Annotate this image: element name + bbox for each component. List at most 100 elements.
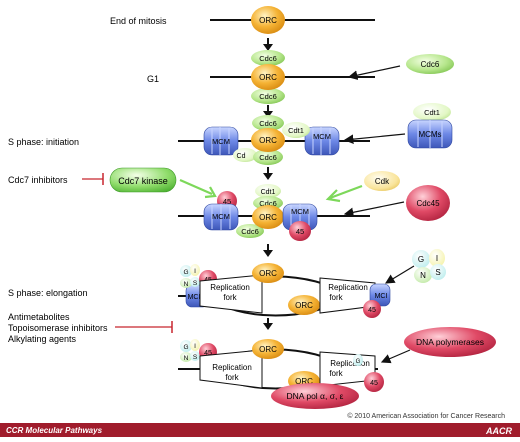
gins-i-label: I bbox=[194, 268, 196, 275]
cdt1-label: Cdt1 bbox=[261, 189, 276, 196]
mcm-ring-right: MCM bbox=[282, 203, 318, 231]
fork-label: fork bbox=[329, 293, 343, 302]
recruitment-arrow bbox=[384, 265, 415, 284]
cdc45-short-label: 45 bbox=[296, 227, 304, 236]
cdt1-protein bbox=[255, 184, 281, 198]
cdc7-inhibitor-row: Cdc7 inhibitors Cdc7 kinase Cdk bbox=[8, 167, 400, 203]
mcm-cut-label: MCI bbox=[188, 294, 201, 301]
cdc6-protein bbox=[251, 88, 285, 104]
stage-label-g1: G1 bbox=[147, 74, 159, 84]
mcm-ring-right: MCM bbox=[304, 126, 340, 156]
mcm-ring-left: MCM bbox=[203, 203, 239, 231]
gins-n-label: N bbox=[184, 281, 189, 288]
mcms-label: MCMs bbox=[418, 130, 441, 139]
gins-n-label: N bbox=[184, 355, 189, 362]
orc-label: ORC bbox=[295, 301, 313, 310]
orc-label: ORC bbox=[295, 377, 313, 386]
free-gins-complex: G I N S bbox=[412, 249, 446, 283]
fork-label: fork bbox=[329, 369, 343, 378]
dna-polymerases-label: DNA polymerases bbox=[416, 337, 484, 347]
orc-protein bbox=[288, 295, 320, 315]
replication-label: Replication bbox=[328, 283, 368, 292]
step-arrow-head bbox=[263, 44, 273, 51]
fork-label: fork bbox=[225, 373, 239, 382]
cdc6-label: Cdc6 bbox=[259, 92, 277, 101]
recruitment-arrow bbox=[347, 65, 401, 80]
kinase-activation-arrow-head bbox=[204, 186, 217, 199]
stage-label-cdc7-inhibitors: Cdc7 inhibitors bbox=[8, 175, 68, 185]
gins-s-label: S bbox=[193, 280, 198, 287]
drug-label-topoisomerase: Topoisomerase inhibitors bbox=[8, 323, 108, 333]
cdc6-protein bbox=[252, 115, 284, 131]
gins-s-label: S bbox=[435, 268, 440, 277]
cdt1-label: Cdt1 bbox=[288, 126, 304, 135]
orc-protein bbox=[251, 6, 285, 34]
cdc45-protein bbox=[289, 221, 311, 241]
orc-protein bbox=[251, 64, 285, 90]
fork-label: fork bbox=[223, 293, 237, 302]
replication-fork-box-left bbox=[199, 274, 263, 314]
step-arrow-head bbox=[263, 250, 273, 257]
orc-label: ORC bbox=[259, 269, 277, 278]
cdk-activation-arrow-head bbox=[325, 189, 341, 203]
cdt1-cut-label: Cd bbox=[237, 153, 246, 160]
mcm-label: MCM bbox=[212, 212, 230, 221]
cdc6-protein bbox=[251, 50, 285, 66]
stage-5-s-elongation: S phase: elongation MCI G I N S 45 Repli… bbox=[8, 249, 446, 330]
step-arrow-head bbox=[263, 173, 273, 180]
cdc45-short-label: 45 bbox=[368, 307, 376, 314]
stage-2-g1: G1 Cdc6 Cdc6 ORC Cdc6 bbox=[147, 50, 454, 118]
gins-s-label: S bbox=[193, 354, 198, 361]
cdt1-protein bbox=[282, 122, 310, 138]
cdc6-label: Cdc6 bbox=[241, 227, 259, 236]
mcm-cut-label: MCI bbox=[375, 293, 388, 300]
stage-label-s-initiation: S phase: initiation bbox=[8, 137, 79, 147]
mcm-ring-left: MCM bbox=[203, 126, 239, 156]
gins-i-label: I bbox=[436, 254, 438, 263]
journal-name: CCR Molecular Pathways bbox=[6, 426, 103, 435]
aacr-logo: AACR bbox=[485, 426, 512, 436]
orc-label: ORC bbox=[259, 16, 277, 25]
mcm-label: MCM bbox=[212, 137, 230, 146]
gins-i-label: I bbox=[194, 343, 196, 350]
orc-protein bbox=[252, 263, 284, 283]
mcm-label: MCM bbox=[313, 132, 331, 141]
cdc6-label: Cdc6 bbox=[259, 54, 277, 63]
copyright-notice: © 2010 American Association for Cancer R… bbox=[347, 412, 505, 420]
drug-label-antimetabolites: Antimetabolites bbox=[8, 312, 70, 322]
replisome-right: G 45 bbox=[353, 354, 384, 392]
free-cdc45-protein bbox=[406, 185, 450, 221]
cdc6-label: Cdc6 bbox=[259, 199, 277, 208]
cdt1-label: Cdt1 bbox=[424, 108, 440, 117]
gins-cut-label: G bbox=[356, 359, 361, 365]
cdt1-partial bbox=[233, 148, 257, 162]
cdc45-short-label: 45 bbox=[370, 380, 378, 387]
cdc6-protein bbox=[236, 224, 264, 238]
dna-polymerases-protein bbox=[404, 327, 496, 357]
step-arrow-head bbox=[263, 323, 273, 330]
orc-label: ORC bbox=[259, 213, 277, 222]
mcm-label: MCM bbox=[291, 207, 309, 216]
replication-label: Replication bbox=[330, 359, 370, 368]
footer-background bbox=[0, 423, 520, 437]
cdk-label: Cdk bbox=[375, 177, 390, 186]
kinase-activation-arrow bbox=[179, 178, 213, 196]
drug-inhibitor-block: Antimetabolites Topoisomerase inhibitors… bbox=[8, 312, 173, 344]
stage-3-s-initiation: S phase: initiation MCM MCM Cd Cdc6 Cdc6… bbox=[8, 103, 453, 180]
replication-label: Replication bbox=[212, 363, 252, 372]
replication-label: Replication bbox=[210, 283, 250, 292]
cdc6-protein bbox=[253, 149, 283, 165]
recruitment-arrow bbox=[380, 349, 411, 364]
recruitment-arrow bbox=[343, 133, 406, 144]
orc-label: ORC bbox=[259, 345, 277, 354]
gins-g-label: G bbox=[418, 255, 424, 264]
orc-protein bbox=[252, 205, 284, 229]
stage-1-end-of-mitosis: End of mitosis ORC bbox=[110, 6, 375, 51]
free-cdc6-protein bbox=[406, 54, 454, 74]
cdc7-kinase-label: Cdc7 kinase bbox=[118, 176, 168, 186]
cdc6-label: Cdc6 bbox=[259, 153, 277, 162]
drug-label-alkylating: Alkylating agents bbox=[8, 334, 77, 344]
footer-bar: CCR Molecular Pathways AACR bbox=[0, 423, 520, 437]
